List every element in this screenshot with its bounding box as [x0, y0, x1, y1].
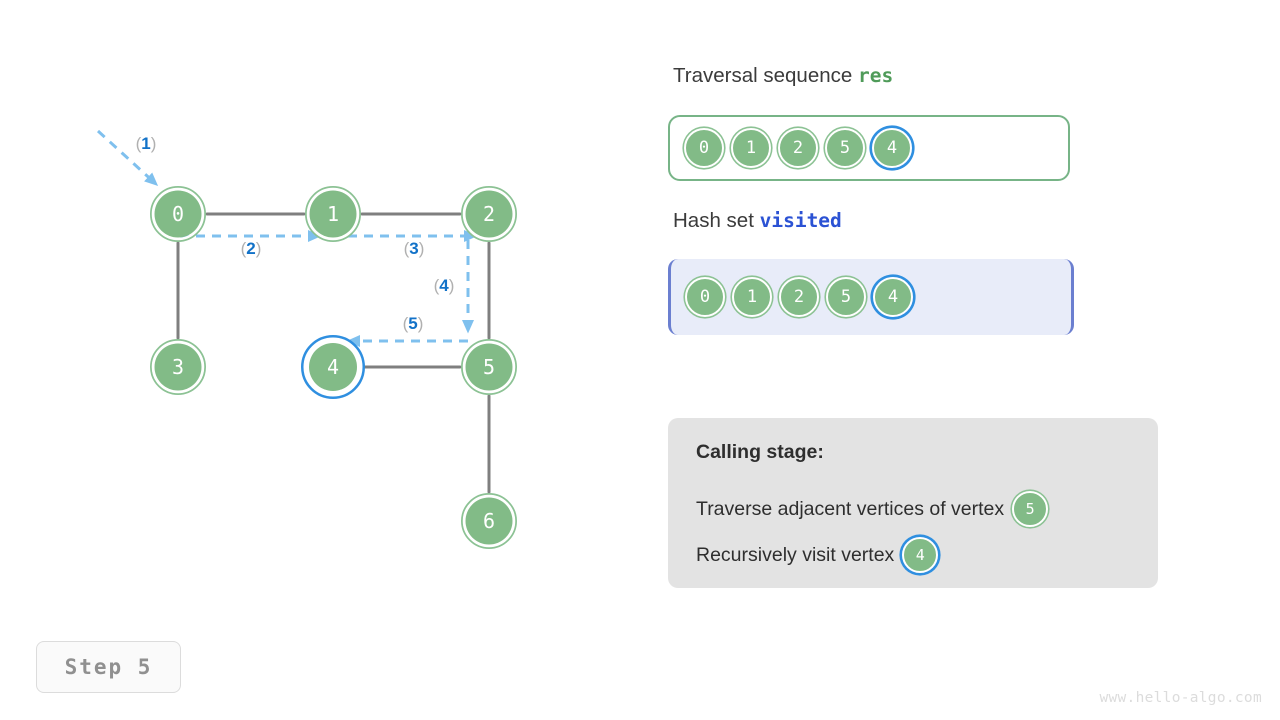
- step-index-labels: (1) (2) (3) (4) (5): [136, 134, 455, 333]
- graph-svg: (1) (2) (3) (4) (5) 0 1 2 3 4 5 6: [96, 129, 517, 549]
- step-index-label-3: (3): [404, 239, 425, 258]
- graph-node-4: 4: [301, 335, 365, 399]
- node-outer-ring: [303, 337, 363, 397]
- graph-node-0: 0: [150, 186, 206, 242]
- graph-node-2: 2: [461, 186, 517, 242]
- res-title: Traversal sequence res: [673, 64, 893, 88]
- node-outer-ring: [150, 339, 206, 395]
- graph-node-1: 1: [305, 186, 361, 242]
- node-outer-ring: [461, 186, 517, 242]
- step-index-label-4: (4): [434, 276, 455, 295]
- res-item-4: 4: [872, 128, 912, 168]
- visited-item-0: 0: [685, 277, 725, 317]
- node-outer-ring: [461, 339, 517, 395]
- graph-node-5: 5: [461, 339, 517, 395]
- node-label: 2: [483, 202, 495, 226]
- node-ring-gap: [151, 187, 205, 241]
- node-highlight-ring: [301, 335, 365, 399]
- node-ring-gap: [462, 340, 516, 394]
- node-outer-ring: [150, 186, 206, 242]
- node-label: 6: [483, 509, 495, 533]
- node-outer-ring: [305, 186, 361, 242]
- calling-stage-line-1-text: Traverse adjacent vertices of vertex: [696, 497, 1005, 520]
- arrow-1-entry: [96, 129, 159, 187]
- calling-stage-panel: Calling stage: Traverse adjacent vertice…: [668, 418, 1158, 588]
- node-body: [465, 343, 513, 391]
- node-body: [465, 497, 513, 545]
- step-index-label-5: (5): [403, 314, 424, 333]
- calling-stage-title: Calling stage:: [696, 441, 824, 463]
- visited-item-2: 2: [779, 277, 819, 317]
- node-body: [309, 343, 357, 391]
- visited-title: Hash set visited: [673, 209, 842, 233]
- node-body: [309, 190, 357, 238]
- visited-item-4: 4: [873, 277, 913, 317]
- step-badge: Step 5: [36, 641, 181, 693]
- res-title-code: res: [857, 64, 894, 87]
- calling-stage-line-1: Traverse adjacent vertices of vertex 5: [696, 491, 1049, 527]
- node-ring-gap: [306, 187, 360, 241]
- graph-edges: [176, 212, 491, 494]
- graph-panel: (1) (2) (3) (4) (5) 0 1 2 3 4 5 6: [0, 0, 640, 620]
- res-title-prefix: Traversal sequence: [673, 64, 853, 87]
- visited-title-code: visited: [759, 209, 842, 232]
- graph-node-6: 6: [461, 493, 517, 549]
- calling-stage-line-2-text: Recursively visit vertex: [696, 543, 895, 566]
- graph-node-3: 3: [150, 339, 206, 395]
- res-item-5: 5: [825, 128, 865, 168]
- node-body: [154, 190, 202, 238]
- node-ring-gap: [462, 187, 516, 241]
- node-ring-gap: [462, 494, 516, 548]
- res-item-0: 0: [684, 128, 724, 168]
- watermark: www.hello-algo.com: [1099, 690, 1262, 706]
- visited-item-5: 5: [826, 277, 866, 317]
- traversal-arrows: [96, 129, 478, 347]
- node-label: 5: [483, 355, 495, 379]
- res-item-1: 1: [731, 128, 771, 168]
- step-index-label-2: (2): [241, 239, 262, 258]
- step-index-label-1: (1): [136, 134, 157, 153]
- node-ring-gap: [151, 340, 205, 394]
- node-label: 0: [172, 202, 184, 226]
- res-item-2: 2: [778, 128, 818, 168]
- node-body: [154, 343, 202, 391]
- node-label: 3: [172, 355, 184, 379]
- node-label: 4: [327, 355, 339, 379]
- visited-title-prefix: Hash set: [673, 209, 754, 232]
- calling-stage-vertex-5: 5: [1012, 491, 1049, 527]
- node-body: [465, 190, 513, 238]
- calling-stage-line-2: Recursively visit vertex 4: [696, 537, 939, 573]
- graph-nodes: 0 1 2 3 4 5 6: [150, 186, 517, 549]
- visited-item-1: 1: [732, 277, 772, 317]
- node-outer-ring: [461, 493, 517, 549]
- node-label: 1: [327, 202, 339, 226]
- calling-stage-vertex-4: 4: [902, 537, 939, 573]
